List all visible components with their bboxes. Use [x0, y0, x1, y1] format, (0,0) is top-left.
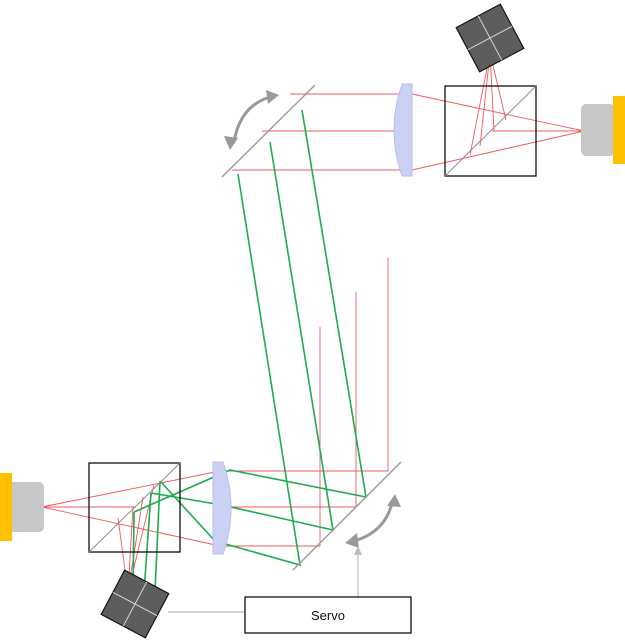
bottom-lens	[212, 461, 232, 555]
top-lens	[393, 83, 413, 177]
bottom-quadrant-detector-icon	[100, 569, 170, 639]
bottom-laser-icon	[0, 473, 44, 541]
top-beam-splitter-diagonal	[444, 85, 537, 177]
top-mirror-rotation-arrow-icon	[224, 90, 279, 150]
top-quadrant-detector-icon	[455, 3, 525, 73]
servo-box	[244, 596, 412, 634]
bottom-beam-splitter-cube	[88, 462, 181, 553]
top-mirror	[221, 84, 316, 178]
top-laser-icon	[581, 96, 625, 164]
top-beam-splitter-cube	[444, 85, 537, 177]
top-assembly	[221, 3, 625, 178]
bottom-mirror-rotation-arrow-icon	[345, 494, 401, 548]
top-red-beams	[232, 52, 585, 171]
servo-label: Servo	[311, 608, 345, 623]
bottom-assembly	[0, 109, 402, 639]
bottom-mirror	[292, 461, 402, 571]
servo-section: Servo	[168, 546, 412, 634]
green-beams	[132, 109, 367, 593]
servo-feedback-arrowhead-icon	[354, 546, 362, 555]
bottom-beam-splitter-diagonal	[88, 462, 181, 553]
